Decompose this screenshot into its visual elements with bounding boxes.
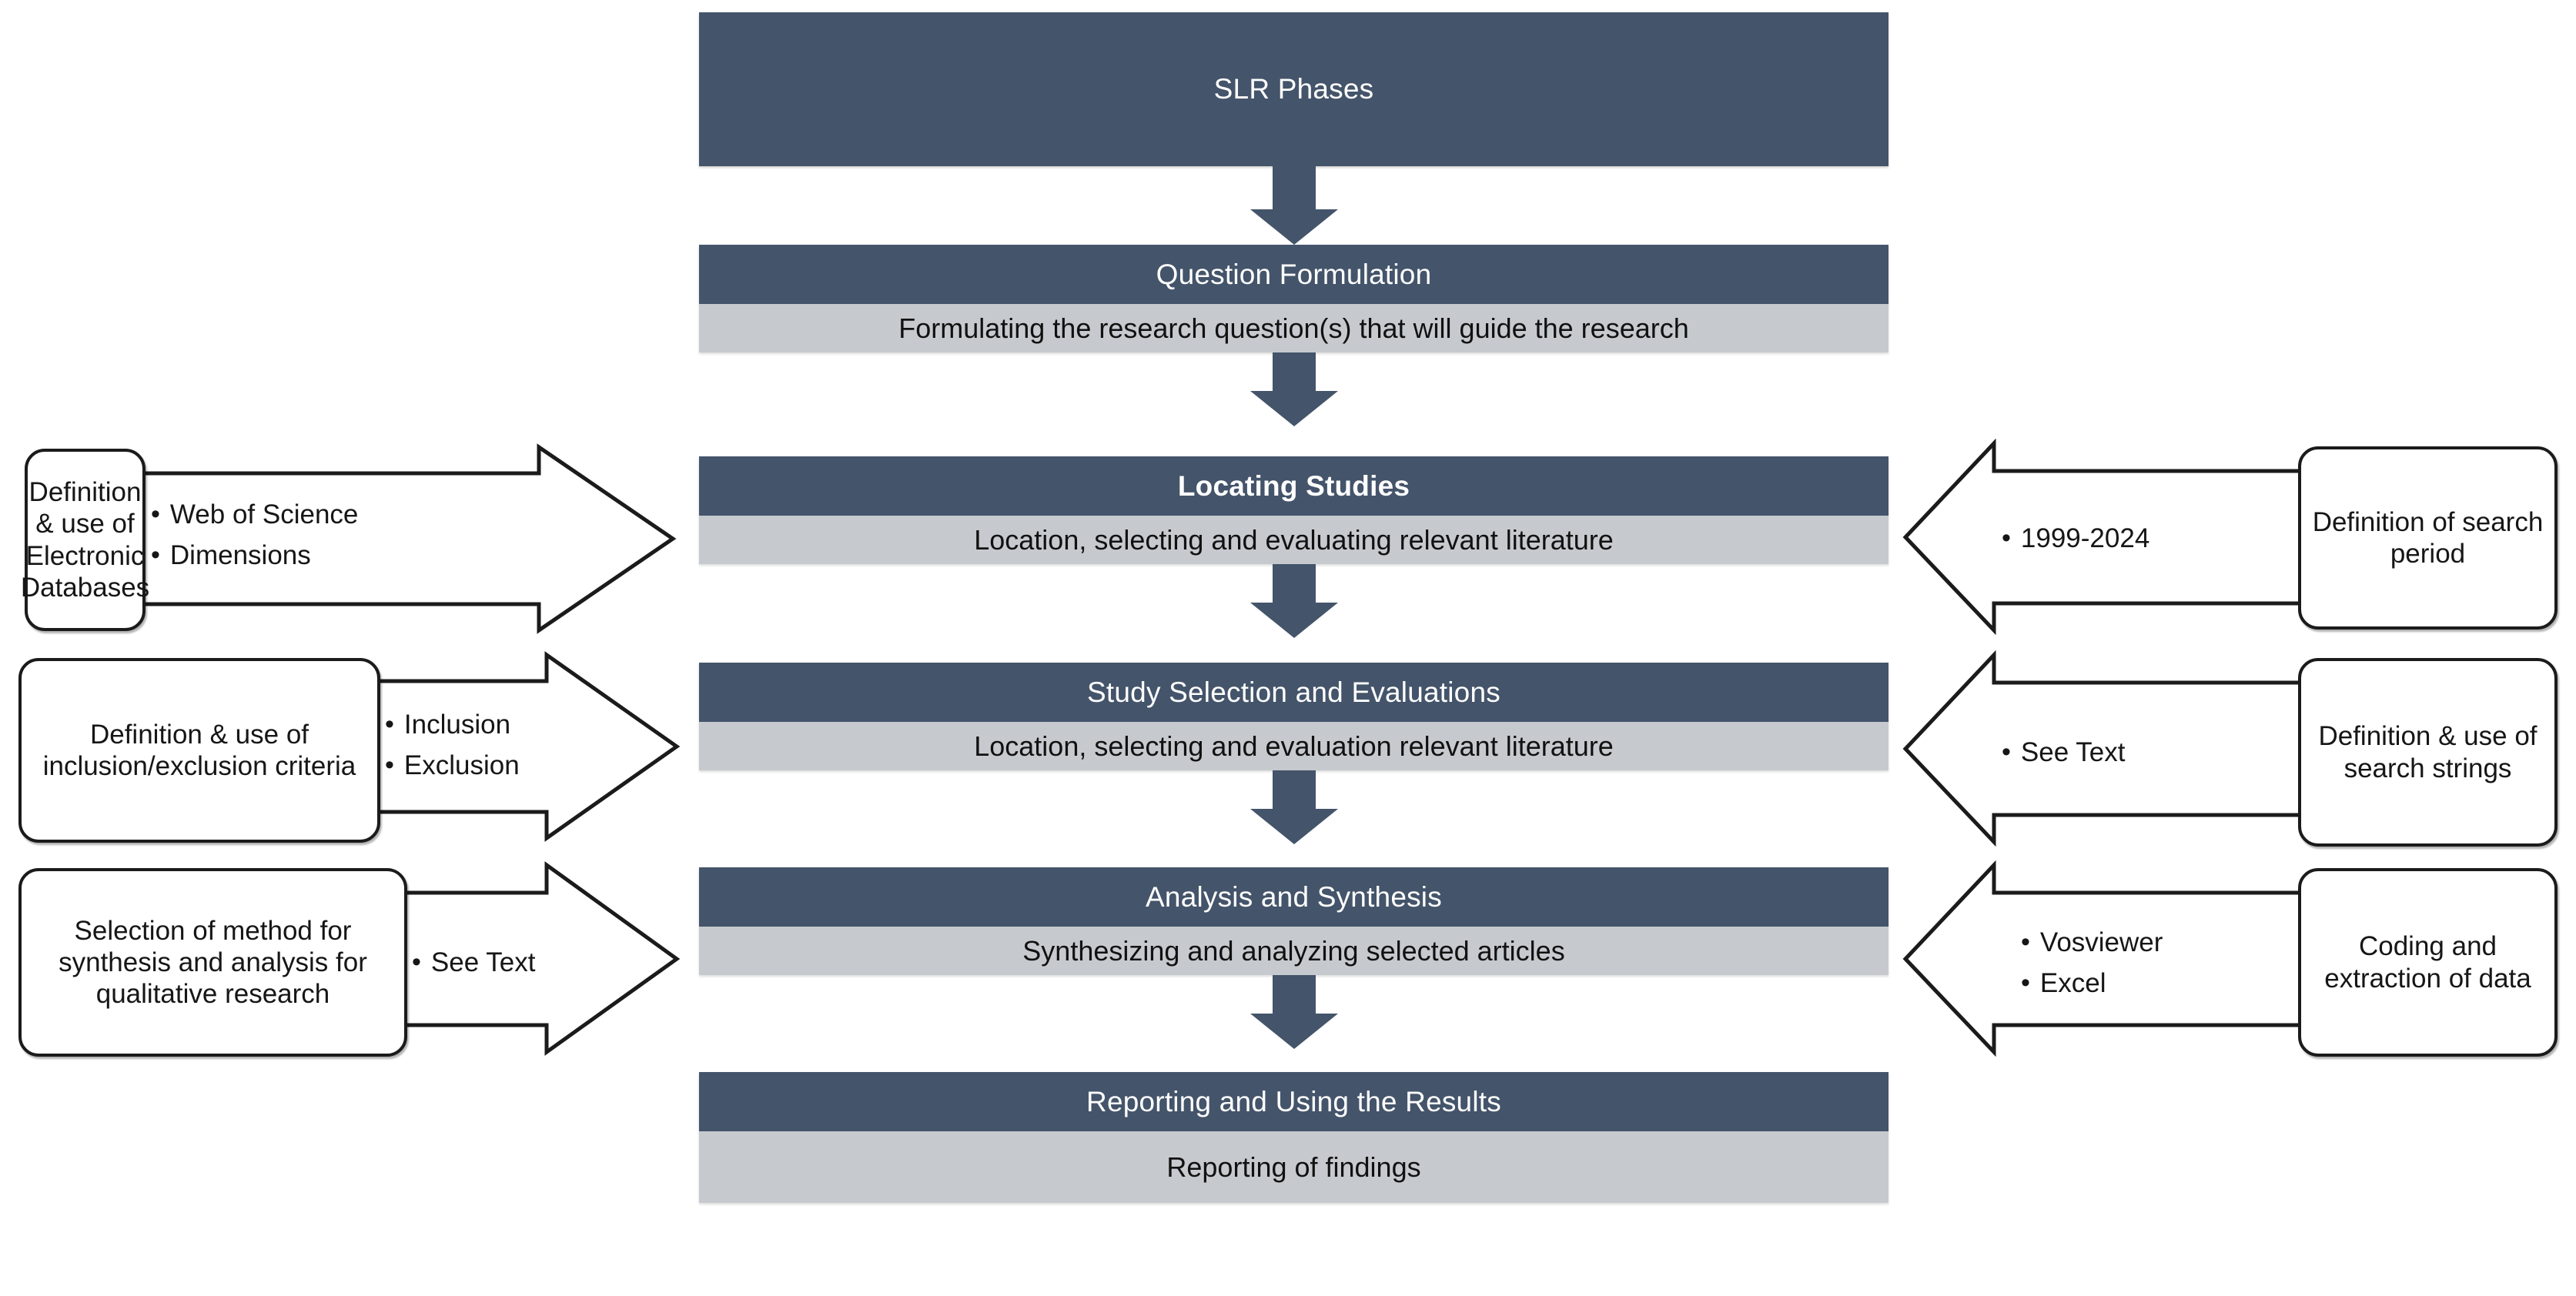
bullet-label: Inclusion <box>403 709 511 740</box>
stage-desc-locating-studies: Location, selecting and evaluating relev… <box>699 516 1889 564</box>
stage-analysis-synthesis: Analysis and Synthesis Synthesizing and … <box>699 867 1889 975</box>
arrow-head <box>1250 391 1338 426</box>
bullet-dot-icon: • <box>2021 927 2030 957</box>
stage-question-formulation: Question Formulation Formulating the res… <box>699 245 1889 352</box>
flow-arrow-5 <box>699 975 1889 1049</box>
bullet-label: Vosviewer <box>2039 927 2163 957</box>
arrow-head <box>1250 209 1338 245</box>
stage-title-study-selection: Study Selection and Evaluations <box>699 663 1889 722</box>
stage-title-locating-studies: Locating Studies <box>699 456 1889 516</box>
left-bullets-inclusion-exclusion: • Inclusion • Exclusion <box>385 662 616 827</box>
arrow-head <box>1250 1014 1338 1049</box>
bullet-item: • See Text <box>412 949 635 976</box>
bullet-dot-icon: • <box>385 750 394 780</box>
bullet-dot-icon: • <box>412 947 421 977</box>
bullet-dot-icon: • <box>2002 523 2011 553</box>
left-pointing-arrow-shape <box>1902 860 2329 1057</box>
bullet-dot-icon: • <box>2002 737 2011 767</box>
title-banner: SLR Phases <box>699 12 1889 166</box>
flow-arrow-2 <box>699 352 1889 426</box>
left-bullets-electronic-databases: • Web of Science • Dimensions <box>151 454 428 616</box>
bullet-label: Dimensions <box>169 540 311 570</box>
arrow-shaft <box>1272 770 1316 809</box>
right-box-coding-extraction: Coding and extraction of data <box>2298 868 2558 1057</box>
right-bullets-search-strings: • See Text <box>2002 658 2294 847</box>
bullet-dot-icon: • <box>151 499 160 529</box>
left-box-synthesis-method: Selection of method for synthesis and an… <box>18 868 407 1057</box>
right-bullets-search-period: • 1999-2024 <box>2002 446 2294 630</box>
flow-arrow-3 <box>699 564 1889 638</box>
stage-reporting-results: Reporting and Using the Results Reportin… <box>699 1072 1889 1203</box>
bullet-label: Excel <box>2039 967 2106 998</box>
left-pointing-arrow-shape <box>1902 439 2329 635</box>
bullet-label: 1999-2024 <box>2020 523 2150 553</box>
bullet-item: • 1999-2024 <box>2002 525 2294 552</box>
bullet-label: Exclusion <box>403 750 520 780</box>
bullet-label: See Text <box>2020 737 2126 767</box>
left-pointing-arrow-shape <box>1902 650 2329 847</box>
bullet-item: • Exclusion <box>385 752 616 779</box>
bullet-dot-icon: • <box>151 540 160 570</box>
stage-study-selection: Study Selection and Evaluations Location… <box>699 663 1889 770</box>
stage-title-analysis-synthesis: Analysis and Synthesis <box>699 867 1889 927</box>
stage-desc-study-selection: Location, selecting and evaluation relev… <box>699 722 1889 770</box>
arrow-shaft <box>1272 166 1316 209</box>
stage-title-reporting-results: Reporting and Using the Results <box>699 1072 1889 1131</box>
left-box-inclusion-exclusion: Definition & use of inclusion/exclusion … <box>18 658 380 843</box>
stage-desc-reporting-results: Reporting of findings <box>699 1131 1889 1203</box>
bullet-item: • Dimensions <box>151 542 428 569</box>
stage-desc-analysis-synthesis: Synthesizing and analyzing selected arti… <box>699 927 1889 975</box>
left-box-electronic-databases: Definition & use of Electronic Databases <box>21 449 149 631</box>
flow-arrow-4 <box>699 770 1889 844</box>
bullet-dot-icon: • <box>385 709 394 739</box>
stage-title: SLR Phases <box>699 12 1889 166</box>
arrow-head <box>1250 809 1338 844</box>
stage-title-question-formulation: Question Formulation <box>699 245 1889 304</box>
bullet-item: • Web of Science <box>151 501 428 528</box>
right-bullets-coding-extraction: • Vosviewer • Excel <box>2021 868 2290 1057</box>
arrow-shaft <box>1272 564 1316 603</box>
right-box-search-period: Definition of search period <box>2298 446 2558 630</box>
arrow-shaft <box>1272 352 1316 391</box>
bullet-dot-icon: • <box>2021 967 2030 997</box>
arrow-shaft <box>1272 975 1316 1014</box>
bullet-item: • Inclusion <box>385 711 616 738</box>
bullet-item: • Excel <box>2021 970 2290 997</box>
bullet-item: • See Text <box>2002 739 2294 766</box>
bullet-label: See Text <box>430 947 536 977</box>
right-pointing-arrow-shape <box>139 443 677 635</box>
arrow-head <box>1250 603 1338 638</box>
left-bullets-synthesis-method: • See Text <box>412 868 635 1057</box>
flow-arrow-1 <box>699 166 1889 245</box>
stage-locating-studies: Locating Studies Location, selecting and… <box>699 456 1889 564</box>
bullet-label: Web of Science <box>169 499 359 529</box>
stage-desc-question-formulation: Formulating the research question(s) tha… <box>699 304 1889 352</box>
bullet-item: • Vosviewer <box>2021 929 2290 956</box>
right-box-search-strings: Definition & use of search strings <box>2298 658 2558 847</box>
